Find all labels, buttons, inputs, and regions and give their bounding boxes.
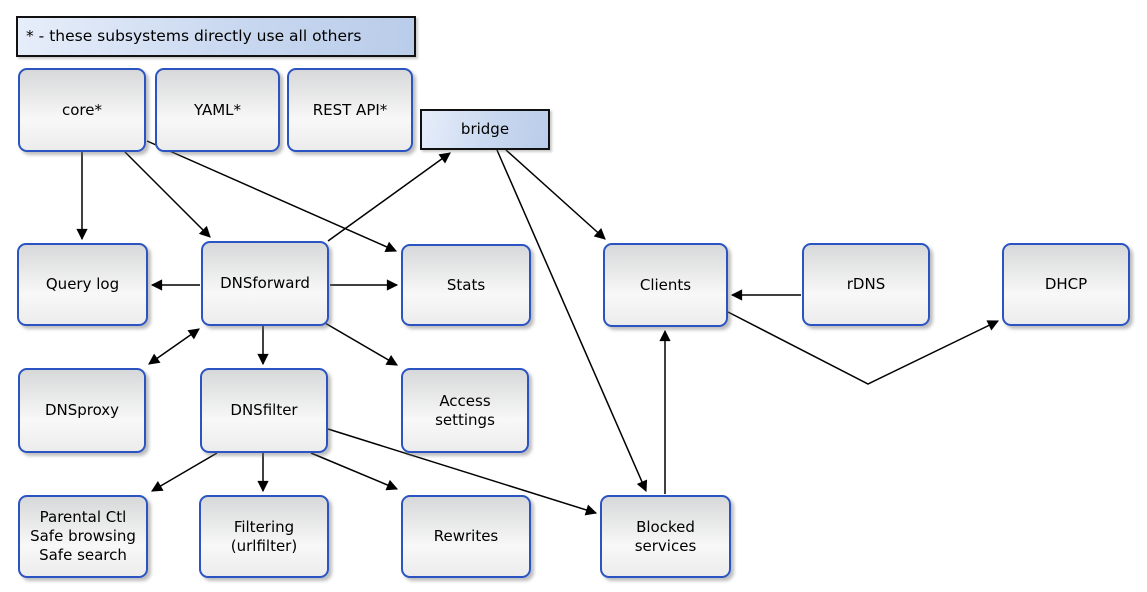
- edge-dnsfilter-to-blocked: [327, 428, 598, 516]
- edge-bridge-to-blocked: [496, 149, 648, 493]
- node-rest-api: REST API*: [287, 68, 413, 152]
- edge-bridge-to-clients: [505, 149, 606, 240]
- node-query-log: Query log: [17, 243, 148, 326]
- node-dhcp: DHCP: [1002, 243, 1130, 326]
- node-filtering-urlfilter: Filtering (urlfilter): [199, 495, 329, 578]
- node-rewrites: Rewrites: [401, 495, 531, 578]
- edge-core-to-stats: [146, 140, 398, 253]
- edge-dnsfilter-to-parental: [151, 452, 218, 492]
- edge-dnsforward-to-bridge: [327, 152, 451, 242]
- node-rdns: rDNS: [802, 243, 930, 326]
- edge-core-to-dnsforward: [124, 151, 211, 238]
- edge-clients-to-dhcp: [727, 311, 1000, 385]
- edge-dnsfilter-to-rewrites: [310, 452, 399, 491]
- node-dnsproxy: DNSproxy: [18, 368, 146, 453]
- node-core: core*: [18, 68, 146, 152]
- legend-box: * - these subsystems directly use all ot…: [16, 16, 416, 57]
- node-clients: Clients: [603, 243, 728, 327]
- edge-dnsproxy-dnsforward-bidirectional: [148, 328, 200, 365]
- edge-dnsforward-to-access: [324, 322, 398, 366]
- node-yaml: YAML*: [155, 68, 280, 152]
- node-dnsfilter: DNSfilter: [200, 368, 328, 453]
- node-dnsforward: DNSforward: [201, 241, 329, 326]
- node-access-settings: Access settings: [401, 368, 529, 453]
- node-stats: Stats: [401, 244, 531, 326]
- node-bridge: bridge: [420, 109, 550, 150]
- node-parental-safebrowsing-safesearch: Parental Ctl Safe browsing Safe search: [18, 495, 148, 578]
- node-blocked-services: Blocked services: [600, 495, 731, 578]
